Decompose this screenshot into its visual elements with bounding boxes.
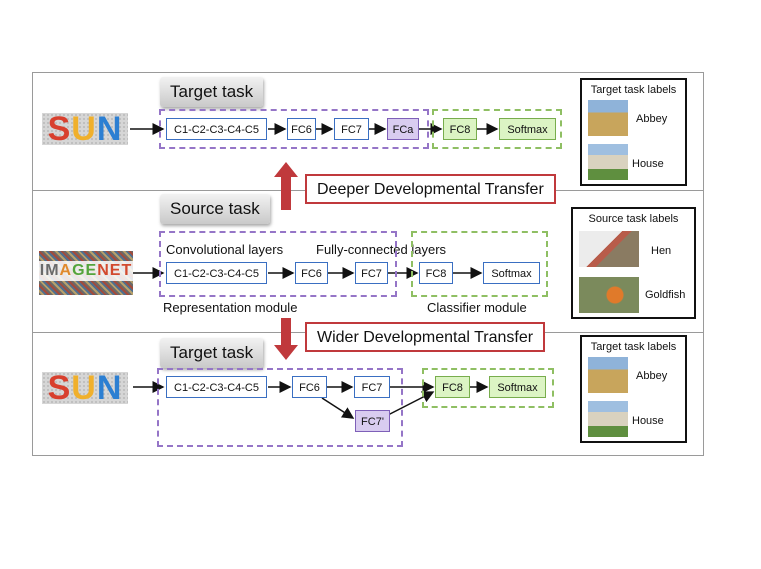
source-labels-panel: Source task labels Hen Goldfish (571, 207, 696, 319)
top-sun-logo: SUN (42, 112, 128, 146)
bot-fc8: FC8 (435, 376, 470, 398)
mid-fc6: FC6 (295, 262, 328, 284)
arrow-bot-fc6-fc7prime (321, 397, 355, 419)
classifier-module-box (411, 231, 548, 297)
source-label-hen: Hen (651, 245, 672, 257)
top-representation-module-box (159, 109, 429, 149)
bottom-representation-module-box (157, 368, 403, 447)
representation-module-caption: Representation module (163, 300, 298, 315)
goldfish-thumbnail (579, 277, 639, 313)
bottom-abbey-thumbnail (588, 357, 628, 393)
bottom-house-thumbnail (588, 401, 628, 437)
source-labels-title: Source task labels (588, 213, 679, 225)
bottom-sun-logo: SUN (42, 371, 128, 405)
top-fc7: FC7 (334, 118, 369, 140)
deeper-transfer-label: Deeper Developmental Transfer (305, 174, 556, 204)
top-labels-title: Target task labels (590, 84, 677, 96)
bot-fc7-prime: FC7' (355, 410, 390, 432)
mid-softmax: Softmax (483, 262, 540, 284)
top-softmax: Softmax (499, 118, 556, 140)
middle-task-label: Source task (160, 194, 270, 224)
abbey-thumbnail (588, 100, 628, 136)
top-fc8: FC8 (443, 118, 477, 140)
arrow-bot-fc7prime-fc8 (387, 391, 435, 416)
mid-conv-layers: C1-C2-C3-C4-C5 (166, 262, 267, 284)
top-label-abbey: Abbey (636, 113, 668, 125)
top-fca: FCa (387, 118, 419, 140)
wider-transfer-arrow (274, 318, 298, 360)
bottom-labels-title: Target task labels (590, 341, 677, 353)
wider-transfer-label: Wider Developmental Transfer (305, 322, 546, 352)
bot-fc7: FC7 (354, 376, 390, 398)
top-target-labels-panel: Target task labels Abbey House (580, 78, 687, 186)
bottom-classifier-module-box (422, 368, 554, 408)
bottom-target-labels-panel: Target task labels Abbey House (580, 335, 687, 443)
bottom-label-abbey: Abbey (636, 370, 668, 382)
house-thumbnail (588, 144, 628, 180)
imagenet-logo: IMAGENET (39, 251, 133, 295)
top-fc6: FC6 (287, 118, 316, 140)
diagram-frame (32, 72, 704, 456)
fc-layers-caption: Fully-connected layers (316, 242, 447, 257)
top-classifier-module-box (432, 109, 562, 149)
source-label-goldfish: Goldfish (645, 289, 686, 301)
bot-softmax: Softmax (489, 376, 546, 398)
hen-thumbnail (579, 231, 639, 267)
classifier-module-caption: Classifier module (427, 300, 527, 315)
bottom-label-house: House (632, 415, 664, 427)
top-conv-layers: C1-C2-C3-C4-C5 (166, 118, 267, 140)
top-label-house: House (632, 158, 664, 170)
bottom-task-label: Target task (160, 338, 264, 368)
bot-fc6: FC6 (292, 376, 327, 398)
bot-conv-layers: C1-C2-C3-C4-C5 (166, 376, 267, 398)
conv-layers-caption: Convolutional layers (166, 242, 284, 257)
mid-fc7: FC7 (355, 262, 388, 284)
top-task-label: Target task (160, 77, 264, 107)
deeper-transfer-arrow (274, 162, 298, 210)
mid-fc8: FC8 (419, 262, 453, 284)
representation-module-box (159, 231, 397, 297)
